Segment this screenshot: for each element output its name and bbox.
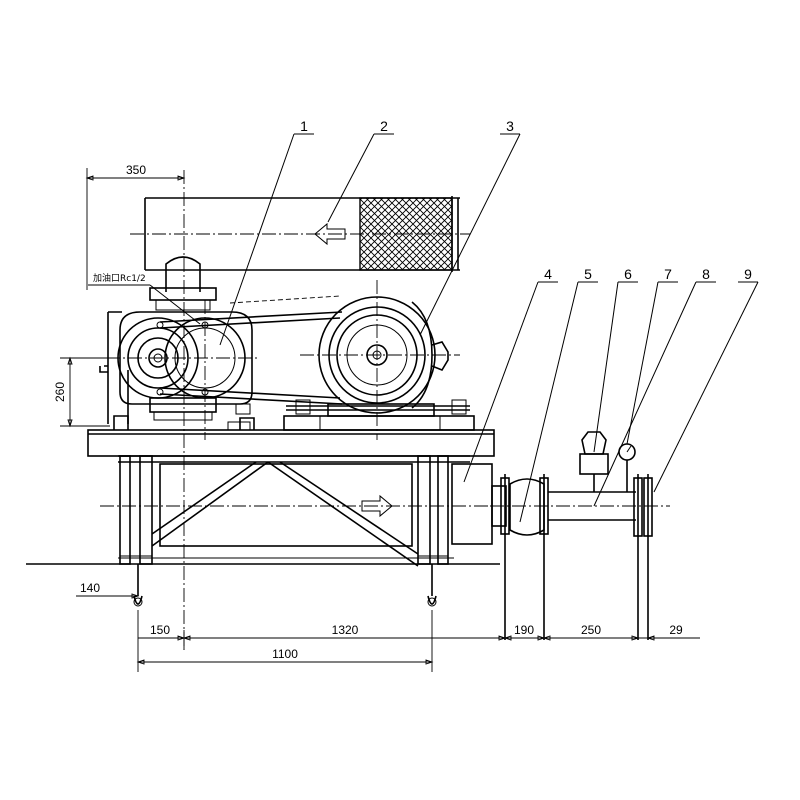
inlet-silencer: [130, 196, 470, 272]
callout-8: 8: [702, 266, 710, 282]
dim-260: 260: [53, 382, 67, 402]
dim-140: 140: [80, 581, 100, 595]
dim-190: 190: [514, 623, 534, 637]
dim-1320: 1320: [332, 623, 359, 637]
callout-2: 2: [380, 118, 388, 134]
dimension-lines: 350 260 140 150 1320 190 250 29 1100: [53, 163, 700, 672]
svg-text:加油口Rc1/2: 加油口Rc1/2: [93, 272, 146, 284]
callout-6: 6: [624, 266, 632, 282]
callout-9: 9: [744, 266, 752, 282]
dim-1100: 1100: [272, 647, 298, 661]
callout-3: 3: [506, 118, 514, 134]
dim-29: 29: [669, 623, 683, 637]
oil-fill-note: 加油口Rc1/2: [88, 272, 201, 325]
motor: [283, 280, 475, 440]
callout-7: 7: [664, 266, 672, 282]
check-valve: [509, 478, 545, 536]
outlet-silencer-stand: [26, 455, 500, 607]
callout-4: 4: [544, 266, 552, 282]
roots-blower: [62, 256, 260, 440]
dim-250: 250: [581, 623, 601, 637]
v-belt-drive: [159, 295, 343, 405]
flow-arrow-right-icon: [361, 494, 393, 518]
base-frame: [87, 170, 495, 650]
callouts: 1 2 3 4 5 6 7 8 9: [219, 118, 759, 523]
callout-1: 1: [300, 118, 308, 134]
discharge-piping: [490, 431, 670, 640]
dim-350: 350: [126, 163, 146, 177]
dim-150: 150: [150, 623, 170, 637]
flow-arrow-left-icon: [314, 222, 346, 246]
callout-5: 5: [584, 266, 592, 282]
